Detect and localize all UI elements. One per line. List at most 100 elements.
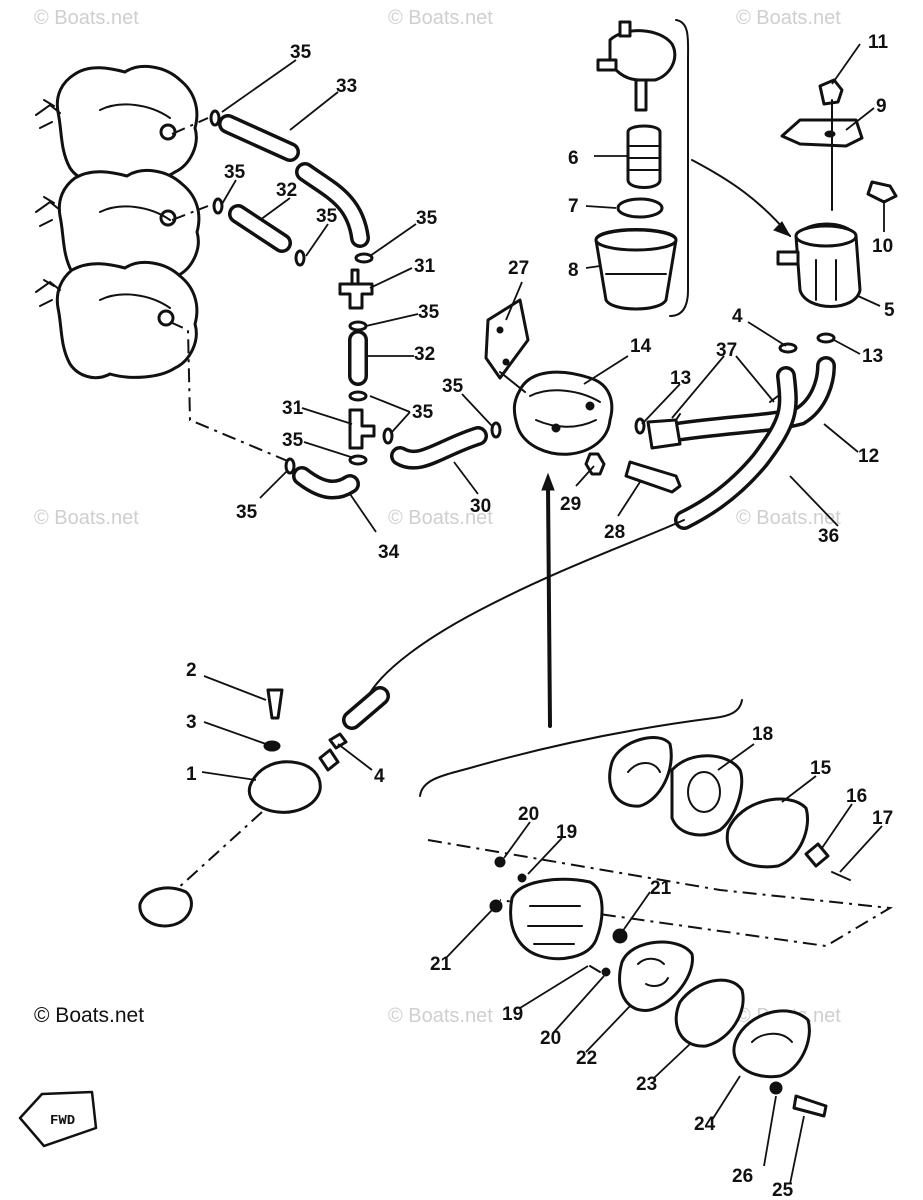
callout-17: 17	[872, 808, 893, 829]
watermark-top-center: © Boats.net	[388, 7, 493, 29]
callout-32: 32	[414, 344, 435, 365]
cover-plate	[608, 736, 673, 808]
copyright-notice: © Boats.net	[34, 1004, 144, 1027]
screw-28	[624, 460, 682, 494]
callout-27: 27	[508, 258, 529, 279]
clips-35	[209, 109, 502, 475]
callout-31: 31	[414, 256, 436, 277]
callout-20: 20	[518, 804, 539, 825]
fuel-pump-14	[484, 298, 614, 456]
callout-22: 22	[576, 1048, 597, 1069]
callout-7: 7	[568, 196, 579, 217]
callout-35: 35	[236, 502, 258, 523]
carburetor-upper	[35, 64, 199, 184]
clip-4-upper	[778, 342, 798, 354]
callout-18: 18	[752, 724, 773, 745]
callout-35: 35	[290, 42, 312, 63]
washer-26	[769, 1081, 783, 1095]
callout-24: 24	[694, 1114, 716, 1135]
screw-25	[792, 1094, 828, 1118]
watermark-top-left: © Boats.net	[34, 7, 139, 29]
callout-29: 29	[560, 494, 581, 515]
o-ring-7	[616, 197, 664, 219]
callout-6: 6	[568, 148, 579, 169]
callout-10: 10	[872, 236, 893, 257]
callout-13: 13	[862, 346, 883, 367]
callout-11: 11	[868, 32, 889, 53]
callout-35: 35	[412, 402, 434, 423]
carb-upper-leader	[171, 117, 209, 135]
callout-13: 13	[670, 368, 691, 389]
fwd-label: FWD	[50, 1113, 75, 1129]
callout-21: 21	[430, 954, 452, 975]
pump-exploded-pointer	[546, 484, 552, 728]
callout-25: 25	[772, 1180, 794, 1200]
filter-group-bracket	[669, 19, 690, 317]
callout-14: 14	[630, 336, 652, 357]
callout-31: 31	[282, 398, 304, 419]
callout-21: 21	[650, 878, 672, 899]
screw-17	[831, 871, 851, 881]
tank-fitting	[138, 886, 193, 928]
bracket-9	[780, 118, 864, 148]
callout-leaders	[201, 43, 885, 1185]
callout-4: 4	[732, 306, 743, 327]
valve-19-upper	[517, 873, 527, 883]
callout-2: 2	[186, 660, 197, 681]
carb-lower-leader	[169, 321, 291, 463]
fuel-filter-exploded	[594, 19, 792, 317]
callout-12: 12	[858, 446, 879, 467]
fwd-direction-badge: FWD	[18, 1090, 98, 1148]
fuel-line-to-connector	[365, 519, 685, 701]
callout-16: 16	[846, 786, 867, 807]
callout-20: 20	[540, 1028, 561, 1049]
washer-21-left	[489, 899, 503, 913]
callout-35: 35	[224, 162, 246, 183]
callout-35: 35	[316, 206, 338, 227]
bolt-10	[866, 180, 898, 204]
clip-13-left	[634, 417, 646, 435]
diaphragm-23	[674, 978, 745, 1048]
tee-joint-31-upper	[338, 282, 374, 310]
carburetor-lower	[35, 260, 199, 380]
watermark-top-right: © Boats.net	[736, 7, 841, 29]
callout-35: 35	[282, 430, 304, 451]
filter-element-6	[626, 124, 662, 189]
pump-explode-dash	[427, 839, 894, 948]
connector-leader	[175, 811, 263, 891]
filter-cap-top	[608, 29, 677, 82]
callout-3: 3	[186, 712, 197, 733]
callout-19: 19	[502, 1004, 523, 1025]
washer-3	[263, 740, 281, 752]
cover-24	[732, 1009, 811, 1079]
callout-28: 28	[604, 522, 625, 543]
diaphragm-15	[725, 797, 809, 869]
callout-33: 33	[336, 76, 357, 97]
bracket-27	[484, 298, 530, 380]
watermark-mid-center: © Boats.net	[388, 507, 493, 529]
fuel-connector	[138, 686, 390, 928]
fuel-filter-assembled	[776, 78, 898, 354]
callout-numbers: 35 33 35 32 35 35 31 35 32 31 35 35 35 3…	[186, 32, 895, 1200]
carburetor-middle	[35, 168, 201, 288]
watermark-bottom-center: © Boats.net	[388, 1005, 493, 1027]
clip-20-upper	[494, 856, 506, 868]
clip-20-lower	[601, 967, 611, 977]
washer-21-right	[612, 928, 628, 944]
carburetors	[35, 64, 291, 463]
callout-35: 35	[442, 376, 464, 397]
callout-26: 26	[732, 1166, 753, 1187]
watermark-mid-left: © Boats.net	[34, 507, 139, 529]
valve-19-lower	[589, 965, 601, 973]
hose-assembly-left	[209, 109, 502, 500]
joint-37	[646, 418, 682, 450]
carb-middle-leader	[171, 205, 209, 221]
callout-30: 30	[470, 496, 491, 517]
fuel-pump-exploded	[427, 736, 894, 1118]
nut-11	[818, 78, 844, 106]
callout-9: 9	[876, 96, 887, 117]
callout-35: 35	[416, 208, 438, 229]
callout-1: 1	[186, 764, 197, 785]
pump-screws	[584, 452, 682, 494]
spring-16	[804, 842, 830, 868]
